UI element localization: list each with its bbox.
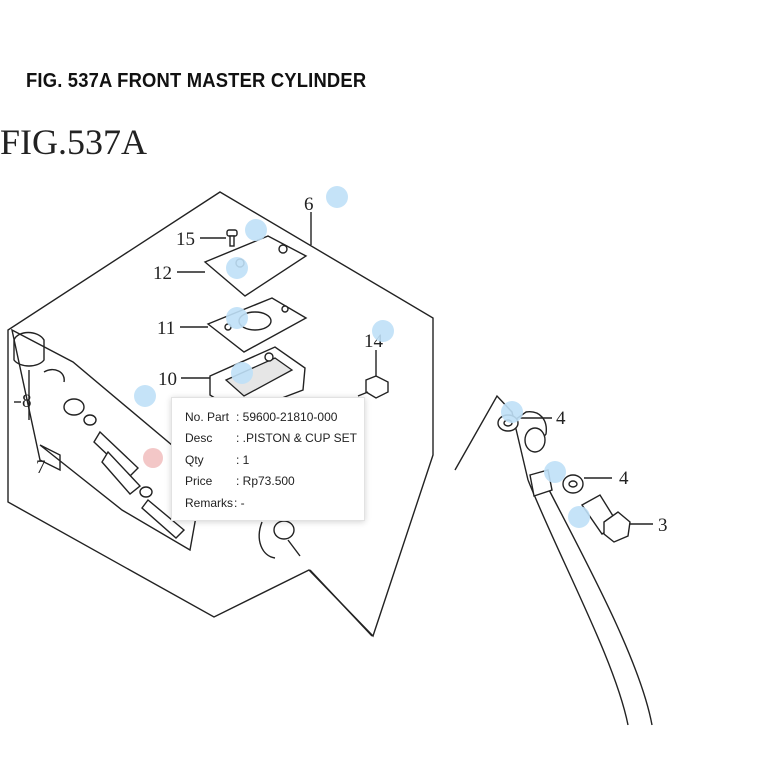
callout-10: 10	[158, 369, 177, 390]
figure-label: FIG.537A	[0, 122, 147, 162]
tooltip-row-desc: Desc : .PISTON & CUP SET	[185, 428, 364, 450]
tooltip-row-price: Price : Rp73.500	[185, 471, 364, 493]
callout-15: 15	[176, 229, 195, 250]
price-label: Price	[185, 474, 213, 489]
part-no-value: : 59600-21810-000	[236, 409, 338, 424]
callout-4-upper: 4	[556, 408, 566, 429]
tooltip-row-remarks: Remarks : -	[185, 492, 364, 514]
callout-4-lower: 4	[619, 468, 629, 489]
callout-8: 8	[22, 391, 32, 412]
part-7-piston-group	[11, 328, 205, 552]
remarks-value: : -	[234, 495, 245, 510]
part-no-label: No. Part	[185, 409, 230, 424]
hotspot-part-4-lower[interactable]	[544, 461, 566, 483]
master-cylinder-body	[258, 520, 301, 559]
hotspot-part-12[interactable]	[226, 257, 248, 279]
hotspot-part-11[interactable]	[226, 307, 248, 329]
hotspot-part-14[interactable]	[372, 320, 394, 342]
part-3-banjo-bolt	[580, 494, 653, 543]
desc-label: Desc	[185, 431, 213, 446]
hotspot-part-4-upper[interactable]	[501, 401, 523, 423]
remarks-label: Remarks	[185, 495, 234, 510]
hotspot-part-15[interactable]	[245, 219, 267, 241]
tooltip-row-part-no: No. Part : 59600-21810-000	[185, 406, 364, 428]
part-11-plate	[180, 297, 308, 353]
part-15-screw	[200, 229, 238, 247]
callout-6: 6	[304, 194, 314, 215]
hotspot-part-8[interactable]	[134, 385, 156, 407]
qty-value: : 1	[236, 452, 250, 467]
tooltip-row-qty: Qty : 1	[185, 449, 364, 471]
hotspot-part-3[interactable]	[568, 506, 590, 528]
part-info-tooltip: No. Part : 59600-21810-000 Desc : .PISTO…	[171, 397, 365, 521]
price-value: : Rp73.500	[236, 474, 295, 489]
callout-11: 11	[157, 318, 175, 339]
part-4-washer-b	[562, 474, 612, 494]
page-title: FIG. 537A FRONT MASTER CYLINDER	[26, 70, 367, 92]
qty-label: Qty	[185, 452, 204, 467]
callout-7: 7	[36, 457, 46, 478]
callout-12: 12	[153, 263, 172, 284]
hotspot-part-7-active[interactable]	[143, 448, 163, 468]
assembly-outline	[7, 191, 434, 638]
desc-value: : .PISTON & CUP SET	[236, 431, 357, 446]
part-14-bolt	[357, 350, 389, 399]
callout-3: 3	[658, 515, 668, 536]
hotspot-part-10[interactable]	[231, 362, 253, 384]
hotspot-part-6[interactable]	[326, 186, 348, 208]
brake-hose	[309, 394, 653, 726]
